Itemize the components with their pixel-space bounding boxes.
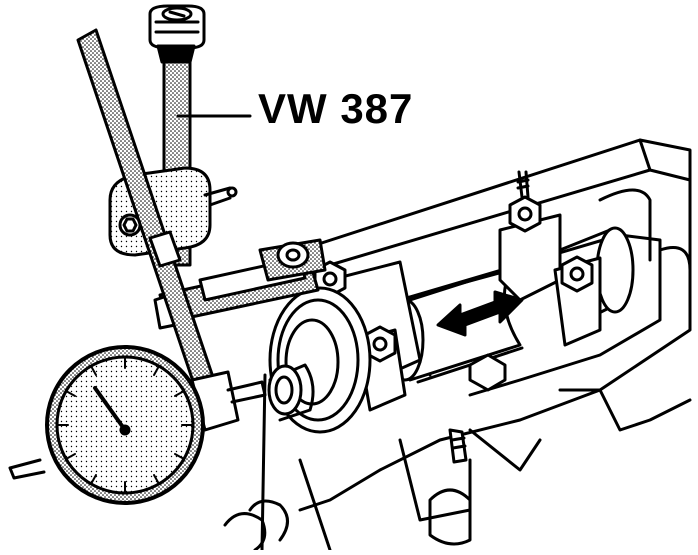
callout-label-vw387: VW 387 [258, 85, 414, 132]
nut-bottom [468, 353, 507, 392]
dial-gauge-icon [8, 345, 205, 505]
gauge-bracket [153, 238, 327, 552]
stud [448, 428, 468, 464]
nut [508, 170, 542, 233]
nut [560, 255, 594, 293]
pulley [267, 286, 372, 434]
